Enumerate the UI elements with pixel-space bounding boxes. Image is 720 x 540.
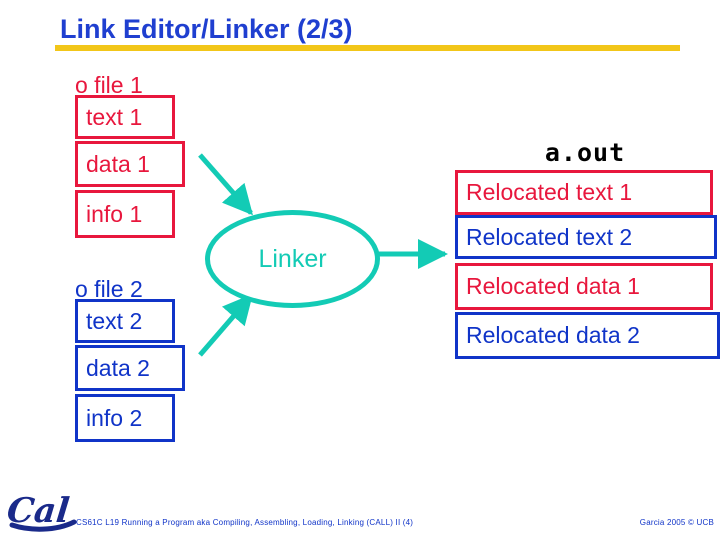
ofile-1-section-data: data 1 bbox=[75, 141, 185, 187]
arrow-ofile2-to-linker bbox=[198, 293, 253, 357]
footer-center-text: CS61C L19 Running a Program aka Compilin… bbox=[76, 518, 414, 527]
aout-section-relocated-text-1-label: Relocated text 1 bbox=[466, 179, 633, 205]
ofile-1-section-text-label: text 1 bbox=[86, 103, 143, 130]
cal-logo: Cal bbox=[6, 491, 77, 532]
aout-section-relocated-data-2-label: Relocated data 2 bbox=[466, 322, 640, 348]
ofile-2-section-data-label: data 2 bbox=[86, 354, 150, 381]
ofile-2-caption: o file 2 bbox=[75, 276, 143, 302]
linker-label: Linker bbox=[258, 244, 327, 273]
footer-right-text: Garcia 2005 © UCB bbox=[639, 518, 714, 527]
title-divider bbox=[55, 45, 680, 51]
cal-logo-swoosh bbox=[9, 519, 77, 532]
ofile-1-section-info-label: info 1 bbox=[86, 200, 143, 227]
ofile-2-section-text: text 2 bbox=[75, 299, 175, 343]
aout-section-relocated-text-1: Relocated text 1 bbox=[455, 170, 713, 215]
ofile-2-section-info: info 2 bbox=[75, 394, 175, 442]
aout-section-relocated-data-2: Relocated data 2 bbox=[455, 312, 720, 359]
ofile-2-section-info-label: info 2 bbox=[86, 404, 143, 431]
ofile-1-caption: o file 1 bbox=[75, 72, 143, 98]
aout-label: a.out bbox=[544, 138, 626, 167]
linker-node[interactable]: Linker bbox=[205, 210, 380, 308]
ofile-2-section-data: data 2 bbox=[75, 345, 185, 391]
page-title: Link Editor/Linker (2/3) bbox=[60, 14, 353, 44]
arrow-ofile1-to-linker bbox=[198, 153, 253, 216]
ofile-2-section-text-label: text 2 bbox=[86, 307, 143, 334]
ofile-1-section-info: info 1 bbox=[75, 190, 175, 238]
aout-section-relocated-text-2: Relocated text 2 bbox=[455, 215, 717, 259]
ofile-1-section-text: text 1 bbox=[75, 95, 175, 139]
aout-section-relocated-data-1-label: Relocated data 1 bbox=[466, 273, 640, 299]
aout-section-relocated-text-2-label: Relocated text 2 bbox=[466, 223, 633, 250]
ofile-1-section-data-label: data 1 bbox=[86, 150, 150, 177]
aout-section-relocated-data-1: Relocated data 1 bbox=[455, 263, 713, 310]
